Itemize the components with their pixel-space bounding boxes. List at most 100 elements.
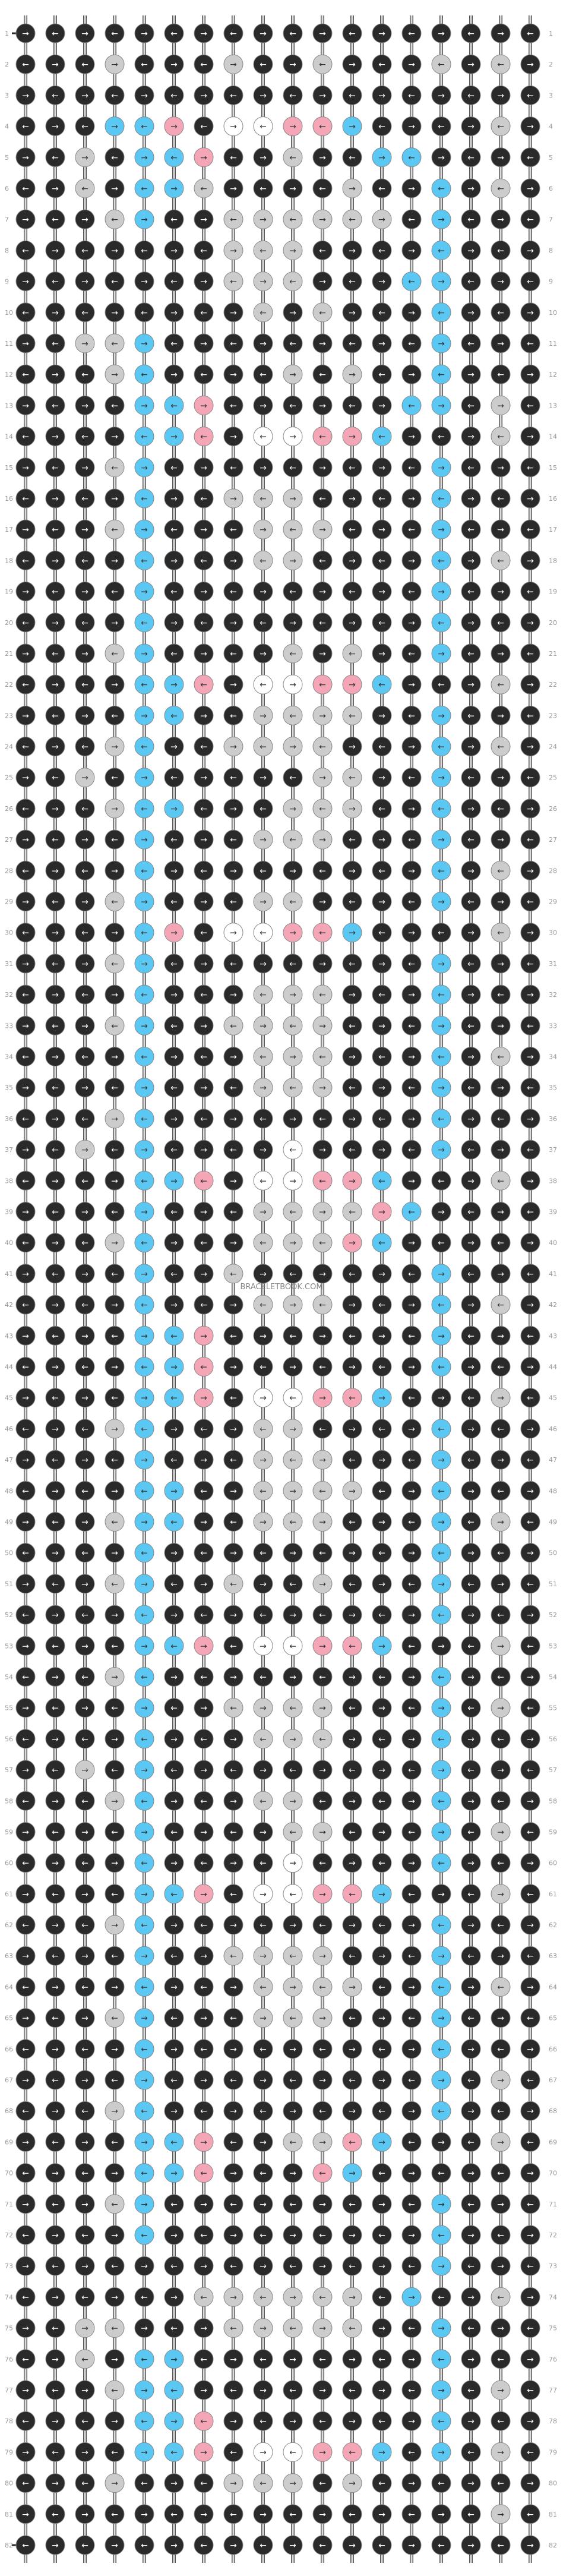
- arrow-right-icon: →: [497, 959, 504, 969]
- arrow-right-icon: →: [319, 1517, 326, 1527]
- arrow-left-icon: ←: [527, 2262, 534, 2271]
- knot: →: [342, 2225, 362, 2245]
- knot-circle: [45, 923, 65, 943]
- arrow-right-icon: →: [319, 2076, 326, 2085]
- knot: ←: [520, 1574, 540, 1594]
- knot-circle: [372, 240, 392, 260]
- knot: →: [75, 2504, 95, 2524]
- knot: →: [461, 1666, 481, 1687]
- knot: →: [253, 147, 273, 168]
- knot-circle: [253, 954, 273, 974]
- knot: →: [15, 1078, 36, 1098]
- arrow-right-icon: →: [260, 525, 267, 535]
- arrow-right-icon: →: [200, 1641, 207, 1651]
- knot-circle: [45, 1264, 65, 1284]
- knot: →: [491, 2504, 511, 2524]
- arrow-right-icon: →: [497, 1331, 504, 1341]
- arrow-right-icon: →: [438, 1270, 445, 1279]
- arrow-left-icon: ←: [170, 1456, 178, 1465]
- knot: →: [520, 860, 540, 880]
- arrow-left-icon: ←: [349, 277, 356, 287]
- arrow-right-icon: →: [319, 525, 326, 535]
- arrow-right-icon: →: [81, 1208, 88, 1217]
- knot: ←: [431, 364, 451, 384]
- knot-circle: [223, 272, 243, 292]
- arrow-left-icon: ←: [111, 525, 118, 535]
- knot: →: [431, 643, 451, 664]
- knot: →: [45, 1853, 65, 1873]
- arrow-left-icon: ←: [111, 2014, 118, 2023]
- arrow-right-icon: →: [289, 1672, 296, 1682]
- arrow-right-icon: →: [22, 1456, 29, 1465]
- arrow-left-icon: ←: [438, 743, 445, 752]
- knot-circle: [45, 643, 65, 664]
- arrow-right-icon: →: [22, 1827, 29, 1837]
- knot: →: [164, 54, 184, 74]
- arrow-left-icon: ←: [289, 1021, 296, 1031]
- arrow-right-icon: →: [260, 2014, 267, 2023]
- arrow-left-icon: ←: [408, 898, 415, 907]
- knot: ←: [401, 1078, 422, 1098]
- knot: ←: [461, 1821, 481, 1842]
- arrow-right-icon: →: [289, 1300, 296, 1310]
- knot: →: [283, 1977, 303, 1997]
- arrow-left-icon: ←: [497, 618, 504, 628]
- arrow-right-icon: →: [52, 2169, 59, 2179]
- knot-circle: [312, 1015, 333, 1036]
- arrow-right-icon: →: [289, 743, 296, 752]
- arrow-left-icon: ←: [111, 1456, 118, 1465]
- knot: ←: [312, 488, 333, 509]
- knot: ←: [194, 1109, 214, 1129]
- knot: ←: [134, 923, 154, 943]
- knot: ←: [253, 1666, 273, 1687]
- knot: →: [105, 178, 125, 198]
- arrow-left-icon: ←: [438, 990, 445, 1000]
- knot: →: [164, 1729, 184, 1749]
- knot-circle: [431, 829, 451, 850]
- arrow-right-icon: →: [319, 1580, 326, 1589]
- knot: ←: [223, 1946, 243, 1966]
- arrow-right-icon: →: [408, 494, 415, 504]
- knot: →: [15, 2256, 36, 2276]
- knot: ←: [105, 2380, 125, 2400]
- arrow-right-icon: →: [378, 1641, 385, 1651]
- knot: →: [164, 1666, 184, 1687]
- arrow-right-icon: →: [319, 339, 326, 349]
- knot-circle: [194, 1109, 214, 1129]
- row-number-right: 5: [549, 154, 553, 162]
- arrow-right-icon: →: [200, 1270, 207, 1279]
- arrow-right-icon: →: [349, 1735, 356, 1744]
- knot-circle: [431, 209, 451, 229]
- arrow-left-icon: ←: [319, 2293, 326, 2302]
- arrow-left-icon: ←: [200, 1672, 207, 1682]
- knot: ←: [461, 2194, 481, 2214]
- knot: →: [75, 768, 95, 788]
- knot-circle: [372, 427, 392, 447]
- arrow-right-icon: →: [408, 2045, 415, 2054]
- arrow-right-icon: →: [200, 774, 207, 783]
- row-number-left: 31: [5, 960, 13, 968]
- knot: ←: [372, 2287, 392, 2307]
- knot-circle: [401, 395, 422, 415]
- arrow-left-icon: ←: [141, 1672, 148, 1682]
- knot: →: [342, 1791, 362, 1811]
- knot-circle: [194, 395, 214, 415]
- arrow-right-icon: →: [438, 2510, 445, 2520]
- arrow-right-icon: →: [497, 215, 504, 225]
- arrow-left-icon: ←: [111, 153, 118, 163]
- knot-circle: [520, 302, 540, 323]
- knot: ←: [461, 2070, 481, 2090]
- knot: →: [401, 550, 422, 570]
- knot: →: [520, 1233, 540, 1253]
- knot: →: [75, 519, 95, 539]
- arrow-left-icon: ←: [438, 1115, 445, 1124]
- arrow-left-icon: ←: [200, 1735, 207, 1744]
- knot: →: [461, 2101, 481, 2121]
- knot-circle: [520, 1015, 540, 1036]
- arrow-left-icon: ←: [527, 1827, 534, 1837]
- knot: ←: [342, 23, 362, 43]
- row-number-left: 17: [5, 526, 13, 533]
- arrow-left-icon: ←: [111, 1704, 118, 1713]
- knot: ←: [283, 2442, 303, 2462]
- knot-circle: [15, 302, 36, 323]
